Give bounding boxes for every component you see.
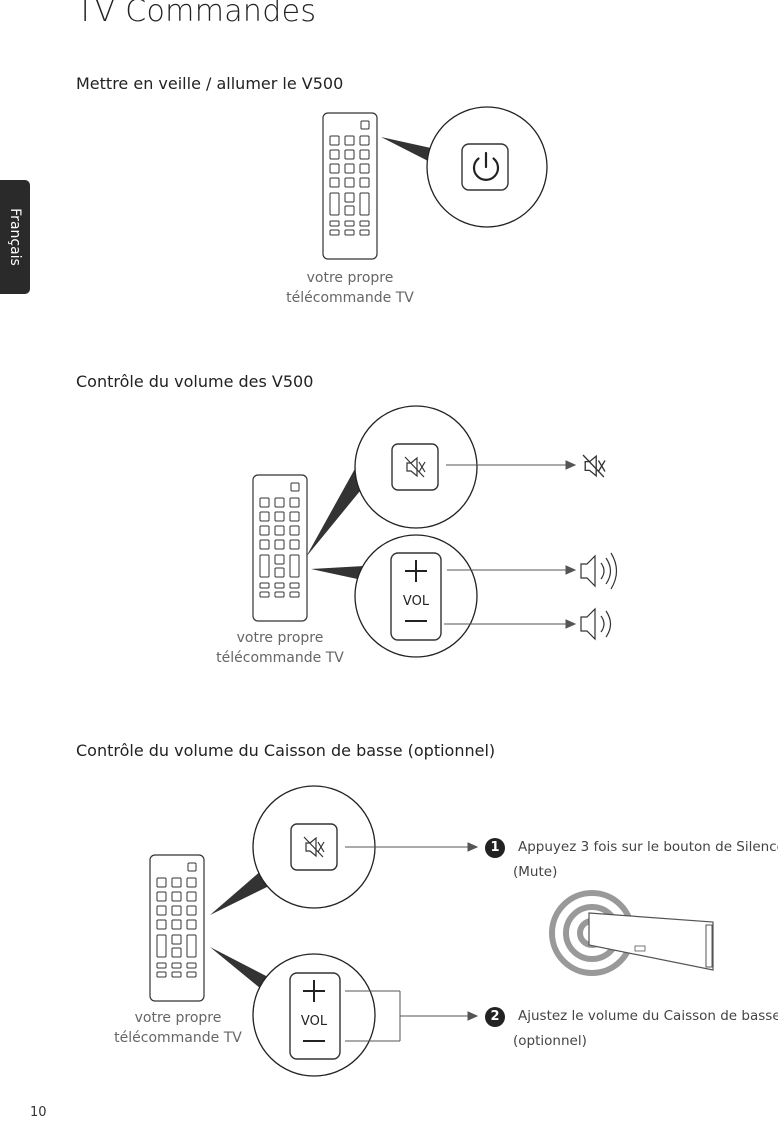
remote-caption-2-line2: télécommande TV (216, 650, 344, 666)
language-tab: Français (0, 180, 30, 294)
remote-caption-2: votre propre télécommande TV (210, 628, 350, 668)
vol-label-3: VOL (301, 1014, 328, 1029)
remote-caption-1-line1: votre propre (306, 270, 394, 286)
volume-rocker (390, 552, 442, 641)
pointer-wedge-1 (381, 137, 440, 163)
step-1-text: Appuyez 3 fois sur le bouton de Silence … (513, 835, 778, 885)
remote-caption-1: votre propre télécommande TV (280, 268, 420, 308)
speaker-loud-icon (580, 552, 618, 590)
pointer-wedge-3b (210, 947, 270, 993)
section-title-subwoofer: Contrôle du volume du Caisson de basse (… (76, 741, 496, 760)
remote-caption-3: votre propre télécommande TV (108, 1008, 248, 1048)
pointer-wedge-3a (210, 870, 269, 915)
step-1-line2: (Mute) (513, 864, 558, 880)
step-2-line2: (optionnel) (513, 1033, 587, 1049)
soundbar-icon (588, 912, 714, 971)
remote-control-2 (252, 474, 308, 622)
remote-control-1 (322, 112, 378, 260)
remote-caption-2-line1: votre propre (236, 630, 324, 646)
remote-caption-1-line2: télécommande TV (286, 290, 414, 306)
step-number-2: 2 (485, 1007, 505, 1027)
step-2-text: Ajustez le volume du Caisson de basse (o… (513, 1004, 778, 1054)
step-2-line1: Ajustez le volume du Caisson de basse (518, 1008, 778, 1024)
power-icon (461, 143, 509, 191)
volume-rocker-sub (289, 972, 341, 1060)
remote-caption-3-line2: télécommande TV (114, 1030, 242, 1046)
remote-control-3 (149, 854, 205, 1002)
step-1-line1: Appuyez 3 fois sur le bouton de Silence (518, 839, 778, 855)
section-title-standby: Mettre en veille / allumer le V500 (76, 74, 344, 93)
pointer-wedge-2a (306, 465, 369, 557)
speaker-soft-icon (580, 607, 612, 641)
pointer-wedge-2b (311, 566, 364, 580)
mute-result-icon (582, 454, 606, 478)
remote-caption-3-line1: votre propre (134, 1010, 222, 1026)
page-number: 10 (30, 1105, 47, 1120)
step-number-1: 1 (485, 838, 505, 858)
section-title-volume: Contrôle du volume des V500 (76, 372, 314, 391)
vol-label-2: VOL (403, 594, 430, 609)
page-title: TV Commandes (76, 0, 317, 29)
